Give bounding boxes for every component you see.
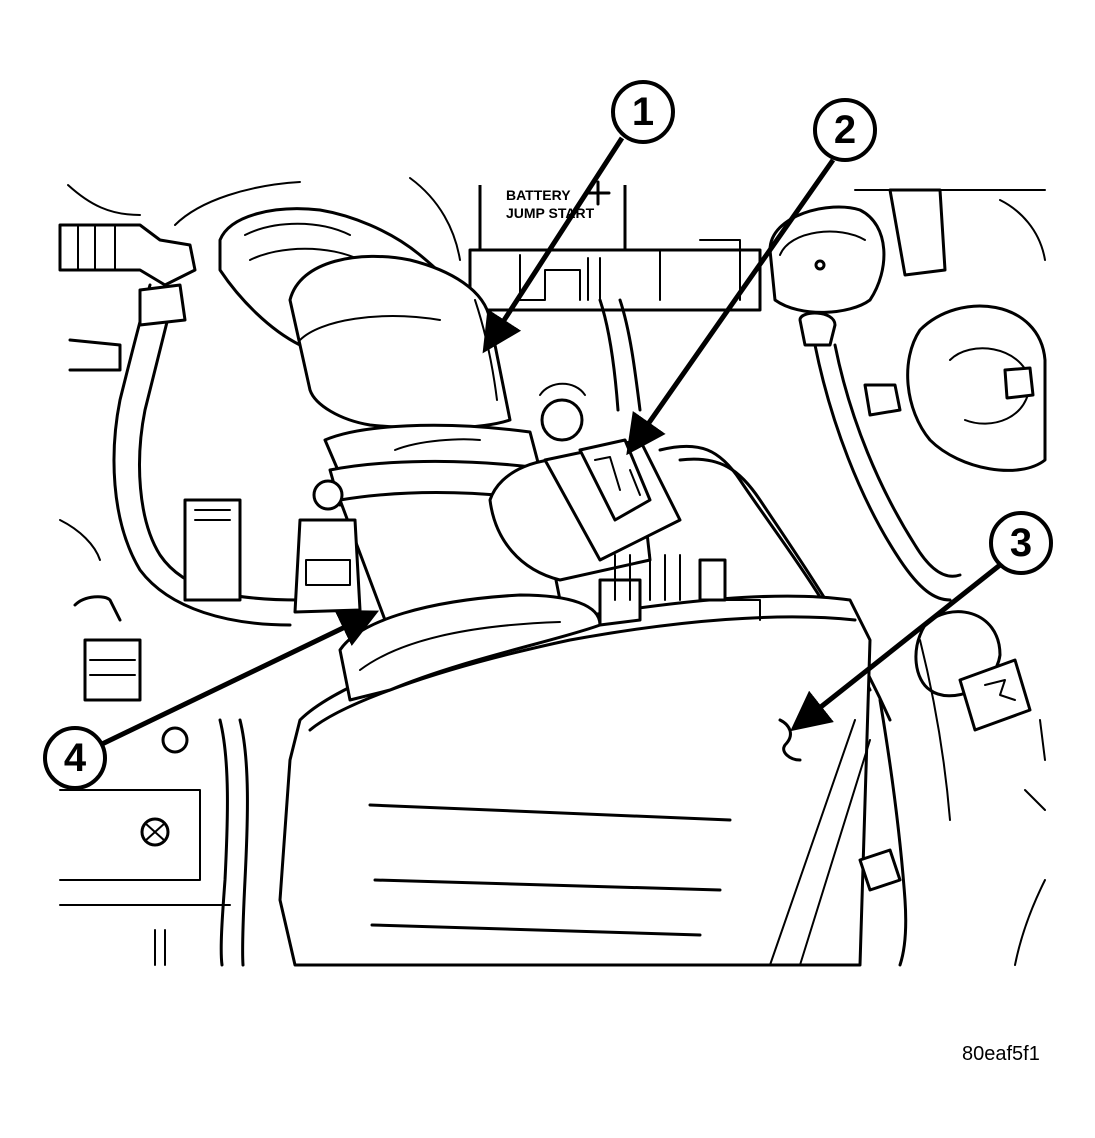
callout-1: 1 (611, 80, 675, 144)
right-cap-connector (914, 610, 1032, 732)
callout-3: 3 (989, 511, 1053, 575)
callout-1-circle (611, 80, 675, 144)
callout-2-number: 2 (834, 108, 856, 152)
air-cleaner-housing (278, 594, 872, 967)
left-sensor-bracket (183, 479, 362, 614)
right-cables (858, 639, 1046, 967)
callout-2-arrow (626, 158, 836, 456)
left-hose-assembly (58, 223, 302, 627)
callout-1-arrow (482, 136, 625, 354)
callout-4: 4 (43, 726, 107, 790)
callout-4-number: 4 (64, 736, 87, 780)
throttle-bore (338, 554, 761, 702)
battery-jump-start-box: BATTERY JUMP START (468, 180, 762, 312)
figure-id-label: 80eaf5f1 (962, 1043, 1040, 1065)
callout-arrows (98, 136, 1002, 748)
right-strut-area (768, 188, 1047, 602)
callout-3-circle (989, 511, 1053, 575)
air-intake-tube (218, 207, 562, 622)
plus-icon (585, 180, 611, 206)
lower-left-body (59, 519, 249, 967)
callout-4-arrow (98, 609, 380, 748)
callout-3-number: 3 (1010, 521, 1032, 565)
jump-start-label: JUMP START (506, 205, 595, 221)
callout-2: 2 (813, 98, 877, 162)
callout-2-circle (813, 98, 877, 162)
battery-label: BATTERY (506, 187, 571, 203)
callout-1-number: 1 (632, 90, 654, 134)
engine-line-art: BATTERY JUMP START (58, 177, 1047, 967)
callout-4-circle (43, 726, 107, 790)
throttle-body-connector (488, 298, 892, 722)
callout-3-arrow (790, 563, 1002, 732)
